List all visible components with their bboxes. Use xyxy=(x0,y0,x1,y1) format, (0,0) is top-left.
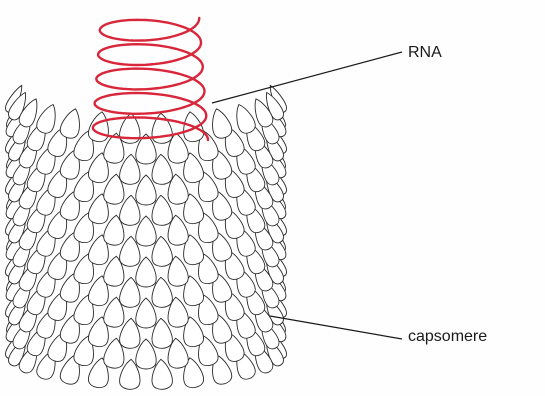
capsomere-label: capsomere xyxy=(408,328,487,346)
rna-label: RNA xyxy=(408,44,442,62)
capsomere-group xyxy=(3,83,288,390)
capsomere-subunit xyxy=(35,101,61,135)
rna-leader-line xyxy=(212,52,402,103)
capsomere-subunit xyxy=(58,106,84,140)
capsomere-subunit xyxy=(231,101,257,135)
capsomere-leader-line xyxy=(270,316,402,339)
capsomere-subunit xyxy=(87,110,112,143)
capsomere-subunit xyxy=(208,106,234,140)
